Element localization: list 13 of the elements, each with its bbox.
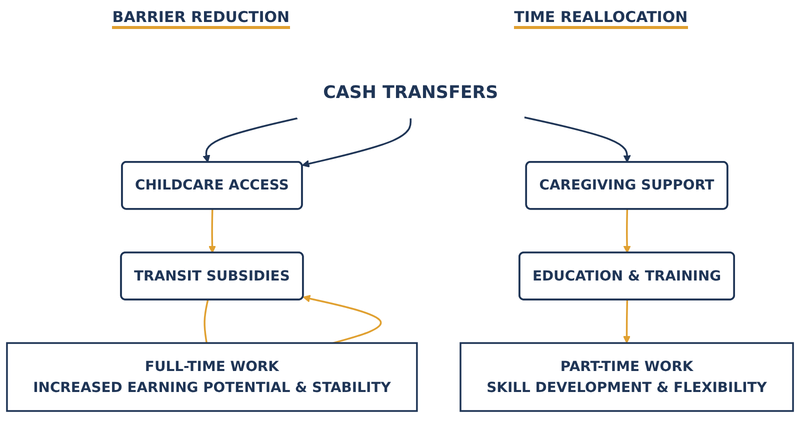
section-heading: BARRIER REDUCTION (112, 8, 290, 29)
node-box: PART-TIME WORK SKILL DEVELOPMENT & FLEXIBILITY (460, 342, 794, 412)
arrow (208, 209, 216, 254)
arrow (622, 300, 631, 344)
connector (204, 300, 209, 344)
arrow (524, 116, 631, 163)
section-heading: TIME REALLOCATION (514, 8, 688, 29)
arrow (302, 294, 382, 344)
arrow (202, 117, 298, 163)
node-box: FULL-TIME WORK INCREASED EARNING POTENTIAL & STABILITY (6, 342, 418, 412)
arrow (302, 118, 412, 168)
node-text: CASH TRANSFERS (323, 82, 498, 103)
arrow (623, 209, 631, 254)
